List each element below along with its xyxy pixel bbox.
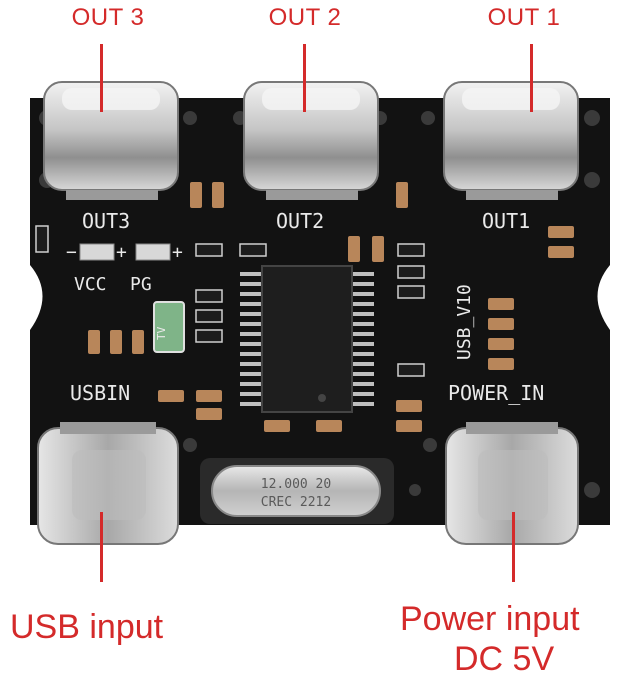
leader-out2 [303,44,306,112]
crystal-marking-line2: CREC 2212 [261,495,331,510]
silk-out3: OUT3 [82,209,130,233]
callout-power-input-line1: Power input [400,600,580,638]
leader-out1 [530,44,533,112]
leader-usb-input [100,512,103,582]
callout-out3: OUT 3 [71,4,145,31]
smd-resistors [35,225,425,377]
silk-pg: PG [130,274,152,295]
callout-out2: OUT 2 [268,4,342,31]
silk-plus-pg: + [172,242,183,263]
leader-power-input [512,512,515,582]
silk-tv: TV [155,326,168,340]
silk-out1: OUT1 [482,209,530,233]
tvs-diode [153,301,185,353]
silk-usbin: USBIN [70,381,130,405]
smd-components [88,182,574,432]
usb-c-usbin-connector [37,422,179,545]
hub-ic-chip [240,265,374,413]
callout-out1: OUT 1 [487,4,561,31]
leader-out3 [100,44,103,112]
usb-c-power-in-connector [445,422,579,545]
callout-usb-input: USB input [10,608,164,646]
usb-c-out2-connector [243,81,379,200]
crystal-marking-line1: 12.000 20 [261,477,331,492]
led-pg [135,243,171,261]
callout-power-input-line2: DC 5V [454,640,555,678]
silk-usb-v10: USB_V10 [454,284,475,360]
led-vcc [79,243,115,261]
silk-vcc: VCC [74,274,107,295]
silk-out2: OUT2 [276,209,324,233]
crystal-oscillator [200,458,394,524]
usb-c-out1-connector [443,81,579,200]
usb-c-out3-connector [43,81,179,200]
silk-minus-vcc: − [66,242,77,263]
silk-plus-vcc: + [116,242,127,263]
silk-power-in: POWER_IN [448,381,544,405]
